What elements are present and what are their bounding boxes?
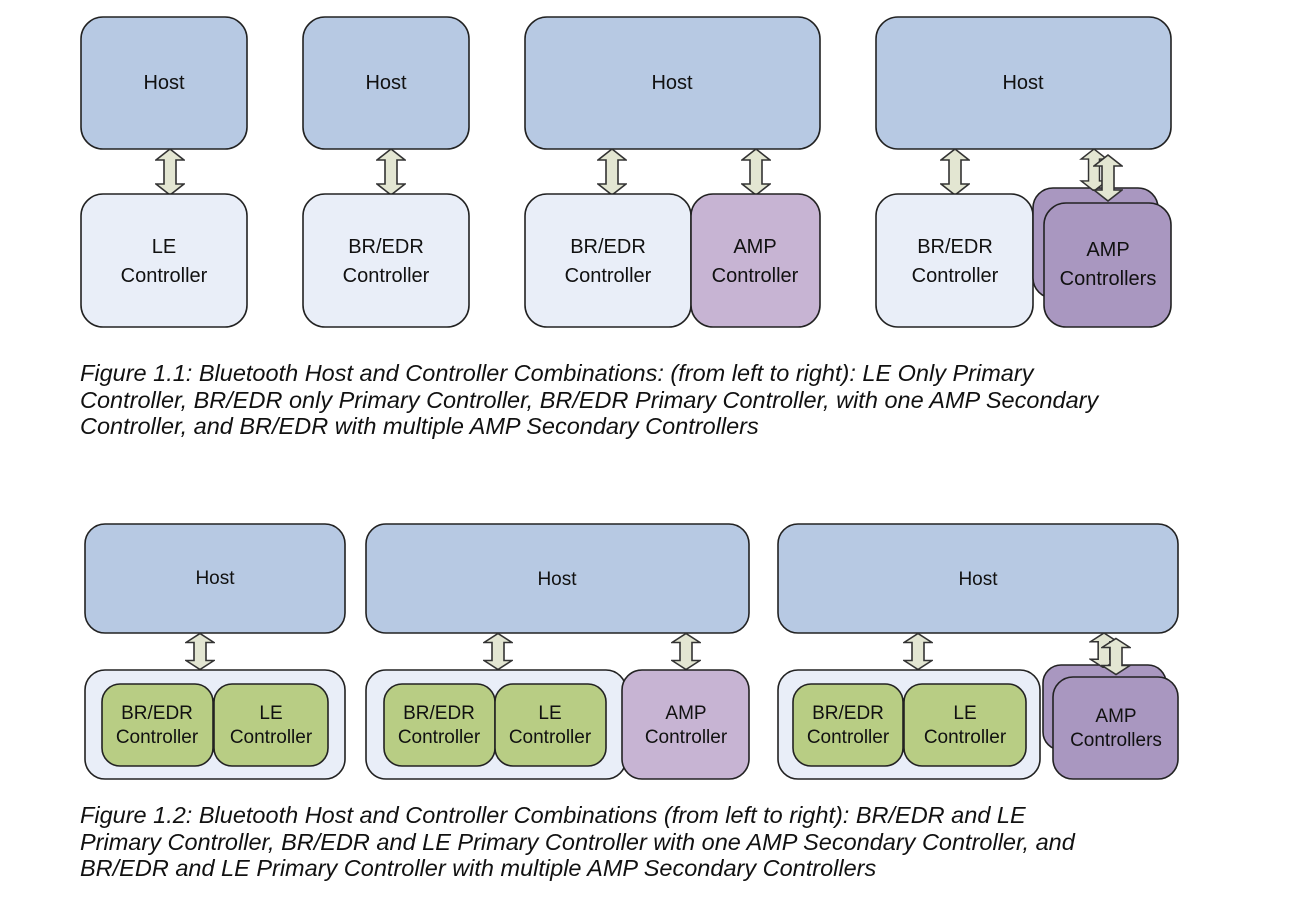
controller-label-line2: Controller	[398, 727, 481, 748]
figure-2-caption: Figure 1.2: Bluetooth Host and Controlle…	[80, 802, 1280, 882]
caption-line: Figure 1.2: Bluetooth Host and Controlle…	[80, 802, 1026, 828]
controller-label-line2: Controller	[116, 727, 199, 748]
fig1-group-le-only: Host LE Controller	[80, 16, 248, 328]
controller-label-line1: BR/EDR	[403, 703, 475, 724]
bredr-controller-box	[383, 683, 496, 767]
controller-label-line2: Controller	[645, 727, 728, 748]
bidirectional-arrow	[671, 633, 701, 670]
controller-label-line1: BR/EDR	[570, 236, 646, 258]
host-label: Host	[195, 568, 235, 589]
le-controller-box	[213, 683, 329, 767]
host-box	[365, 523, 750, 634]
controller-label-line2: Controller	[565, 265, 652, 287]
controller-label-line1: AMP	[665, 703, 706, 724]
bredr-controller-box	[792, 683, 904, 767]
bidirectional-arrow	[903, 633, 933, 670]
controller-label-line1: BR/EDR	[812, 703, 884, 724]
fig1-group-bredr-multi-amp: Host BR/EDR Controller AMP Controllers	[875, 16, 1172, 328]
host-label: Host	[537, 569, 577, 590]
amp-controller-box	[690, 193, 821, 328]
amp-controllers-box	[1052, 676, 1179, 780]
figure-2: Host BR/EDR Controller LE Controller Hos…	[84, 523, 1179, 780]
host-label: Host	[651, 72, 693, 94]
bidirectional-arrow	[185, 633, 215, 670]
host-label: Host	[1002, 72, 1044, 94]
host-box	[80, 16, 248, 150]
fig1-group-bredr-only: Host BR/EDR Controller	[302, 16, 470, 328]
caption-line: Controller, BR/EDR only Primary Controll…	[80, 386, 1099, 413]
controller-label-line1: AMP	[1086, 239, 1129, 261]
bredr-controller-box	[101, 683, 214, 767]
fig2-group-dual-mode: Host BR/EDR Controller LE Controller	[84, 523, 346, 780]
caption-line: Primary Controller, BR/EDR and LE Primar…	[80, 828, 1075, 855]
controller-label-line2: Controller	[807, 727, 890, 748]
bidirectional-arrow	[483, 633, 513, 670]
fig2-group-dual-mode-amp: Host BR/EDR Controller LE Controller AMP…	[365, 523, 750, 780]
controller-label-line1: AMP	[1095, 706, 1136, 727]
controller-label-line1: LE	[953, 703, 976, 724]
controller-label-line2: Controllers	[1060, 268, 1157, 290]
le-controller-box	[903, 683, 1027, 767]
fig1-group-bredr-amp: Host BR/EDR Controller AMP Controller	[524, 16, 821, 328]
caption-line: Figure 1.1: Bluetooth Host and Controlle…	[80, 360, 1034, 386]
bredr-controller-box	[524, 193, 692, 328]
controller-label-line2: Controller	[712, 265, 799, 287]
amp-controllers-box	[1043, 202, 1172, 328]
host-box	[524, 16, 821, 150]
host-label: Host	[143, 72, 185, 94]
bidirectional-arrow	[155, 149, 185, 195]
figure-1-caption: Figure 1.1: Bluetooth Host and Controlle…	[80, 360, 1280, 440]
controller-label-line1: AMP	[733, 236, 776, 258]
controller-label-line2: Controllers	[1070, 730, 1162, 751]
controller-label-line2: Controller	[230, 727, 313, 748]
caption-line: BR/EDR and LE Primary Controller with mu…	[80, 855, 877, 881]
bidirectional-arrow	[597, 149, 627, 195]
amp-controller-box	[621, 669, 750, 780]
controller-label-line1: BR/EDR	[121, 703, 193, 724]
controller-label-line1: LE	[259, 703, 282, 724]
le-controller-box	[80, 193, 248, 328]
controller-label-line1: BR/EDR	[348, 236, 424, 258]
caption-line: Controller, and BR/EDR with multiple AMP…	[80, 413, 759, 439]
controller-label-line1: LE	[538, 703, 561, 724]
controller-label-line2: Controller	[343, 265, 430, 287]
bidirectional-arrow	[940, 149, 970, 195]
controller-label-line2: Controller	[912, 265, 999, 287]
bredr-controller-box	[875, 193, 1034, 328]
bidirectional-arrow	[376, 149, 406, 195]
controller-label-line1: BR/EDR	[917, 236, 993, 258]
bredr-controller-box	[302, 193, 470, 328]
figure-1: Host LE Controller Host BR/EDR Controlle…	[80, 16, 1172, 328]
controller-label-line2: Controller	[924, 727, 1007, 748]
host-box	[875, 16, 1172, 150]
host-label: Host	[365, 72, 407, 94]
controller-label-line2: Controller	[509, 727, 592, 748]
host-box	[302, 16, 470, 150]
fig2-group-dual-mode-multi-amp: Host BR/EDR Controller LE Controller AMP…	[777, 523, 1179, 780]
host-box	[84, 523, 346, 634]
controller-label-line1: LE	[152, 236, 176, 258]
controller-label-line2: Controller	[121, 265, 208, 287]
le-controller-box	[494, 683, 607, 767]
host-box	[777, 523, 1179, 634]
bidirectional-arrow	[741, 149, 771, 195]
host-label: Host	[958, 569, 998, 590]
